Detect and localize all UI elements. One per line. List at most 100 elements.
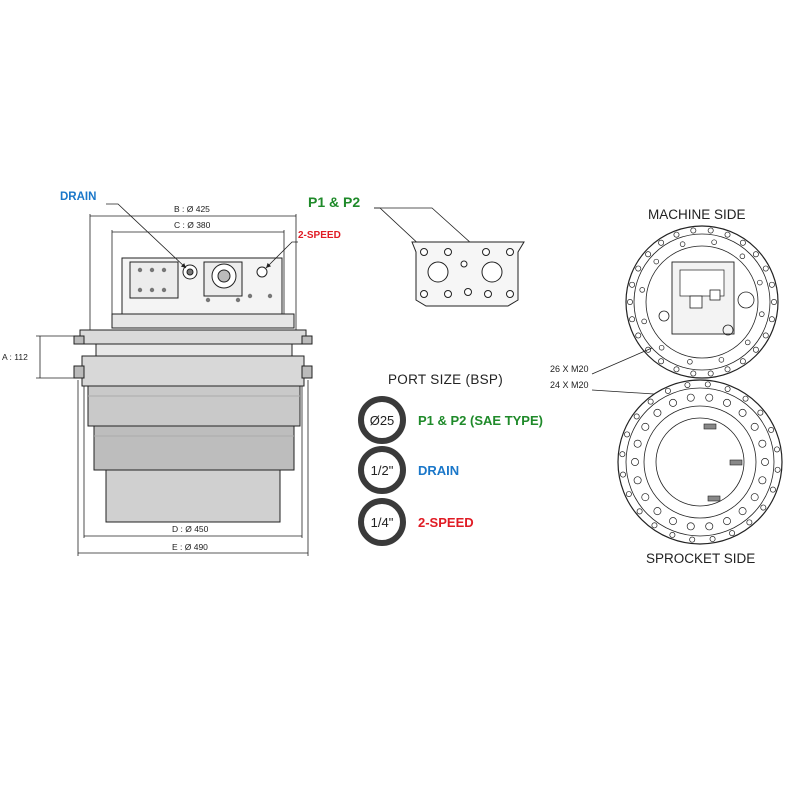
bolt-hole [635,332,642,339]
bolt-hole [641,493,650,502]
bolt-hole [673,231,680,238]
port-size-title: PORT SIZE (BSP) [388,372,504,387]
bolt-hole [653,507,662,516]
bolt-hole [744,339,751,346]
bolt-hole [629,316,636,323]
bolt-hole [738,507,747,516]
bolt-hole [746,519,753,526]
flange-bolt-circle-icon [625,225,779,379]
two-speed-leader [265,241,298,269]
port-size-label: DRAIN [418,462,460,478]
port-size-label: 2-SPEED [418,514,474,530]
bolt-hole [686,522,695,531]
bolt-hole [705,393,714,402]
port-size-ring: 1/2" [358,446,406,494]
dim-d-label: D : Ø 450 [172,524,209,534]
bolt-hole [761,458,769,466]
travel-motor-icon [73,257,313,523]
bolt-hole [768,281,775,288]
bolt-hole [686,393,695,402]
bolt-hole [645,251,652,258]
bolt-hole [624,431,631,438]
port-size-ring: 1/4" [358,498,406,546]
bolt-hole [625,491,632,498]
bolt-hole [759,311,765,317]
bolt-hole [724,231,731,238]
bolt-hole [629,281,636,288]
bolt-hole [711,239,717,245]
port-size-label: P1 & P2 (SAE TYPE) [418,412,543,428]
bolt-hole [707,227,714,234]
bolt-hole [633,439,642,448]
bolt-hole [684,382,691,388]
bolt-hole [639,287,645,293]
bolt-hole [739,253,746,260]
bolt-hole [752,346,759,353]
bolt-hole [631,458,639,466]
dim-e-label: E : Ø 490 [172,542,208,552]
bolts-sprocket-leader [591,389,655,395]
dim-c-label: C : Ø 380 [174,220,211,230]
bolt-hole [641,422,650,431]
bolt-hole [658,344,665,351]
bolt-hole [635,265,642,272]
bolt-hole [757,279,763,286]
bolt-hole [760,504,767,511]
bolt-hole [689,536,696,543]
drain-leader [106,203,187,269]
bolt-hole [774,446,780,453]
bolt-hole [768,426,775,433]
bolt-hole [669,517,677,526]
bolt-hole [633,413,640,420]
bolt-hole [723,398,731,407]
bolts-machine-leader [591,347,653,375]
bolt-hole [752,251,759,258]
bolt-hole [709,536,716,542]
bolt-hole [750,422,759,431]
bolt-hole [669,398,677,407]
bolt-hole [739,239,746,246]
bolt-hole [750,493,759,502]
bolt-hole [757,409,764,416]
bolt-hole [774,466,781,473]
bolt-hole [758,476,767,485]
bolt-hole [762,332,769,339]
bolt-hole [633,476,642,485]
bolt-hole [651,522,658,529]
port-block-icon [411,241,525,307]
bolt-hole [669,532,676,538]
bolt-hole [641,318,647,325]
bolt-hole [768,316,775,323]
bolt-hole [704,381,711,388]
port-size-row: 1/4" 2-SPEED [358,498,474,546]
p1p2-label: P1 & P2 [308,194,360,210]
bolt-hole [724,366,731,373]
dim-b-label: B : Ø 425 [174,204,210,214]
bolt-hole [718,357,725,363]
bolt-hole [636,508,643,515]
bolt-hole [658,358,665,365]
bolt-hole [723,517,731,526]
bolt-hole [673,366,680,373]
bolt-hole [690,370,697,377]
sprocket-bolt-circle-icon [617,379,783,545]
port-size-row: 1/2" DRAIN [358,446,459,494]
bolt-hole [627,299,633,305]
bolt-hole [770,486,776,493]
bolt-hole [653,258,660,265]
bolts-machine-label: 26 X M20 [550,364,589,374]
machine-side-title: MACHINE SIDE [648,207,746,222]
bolt-hole [679,241,686,247]
bolt-hole [738,408,747,417]
bolt-hole [762,265,769,272]
two-speed-label: 2-SPEED [298,230,341,241]
bolts-sprocket-label: 24 X M20 [550,380,589,390]
bolt-hole [705,522,714,531]
bolt-hole [758,439,767,448]
bolt-hole [653,408,662,417]
bolt-hole [647,398,654,405]
bolt-hole [739,358,746,365]
drain-label: DRAIN [60,191,96,203]
